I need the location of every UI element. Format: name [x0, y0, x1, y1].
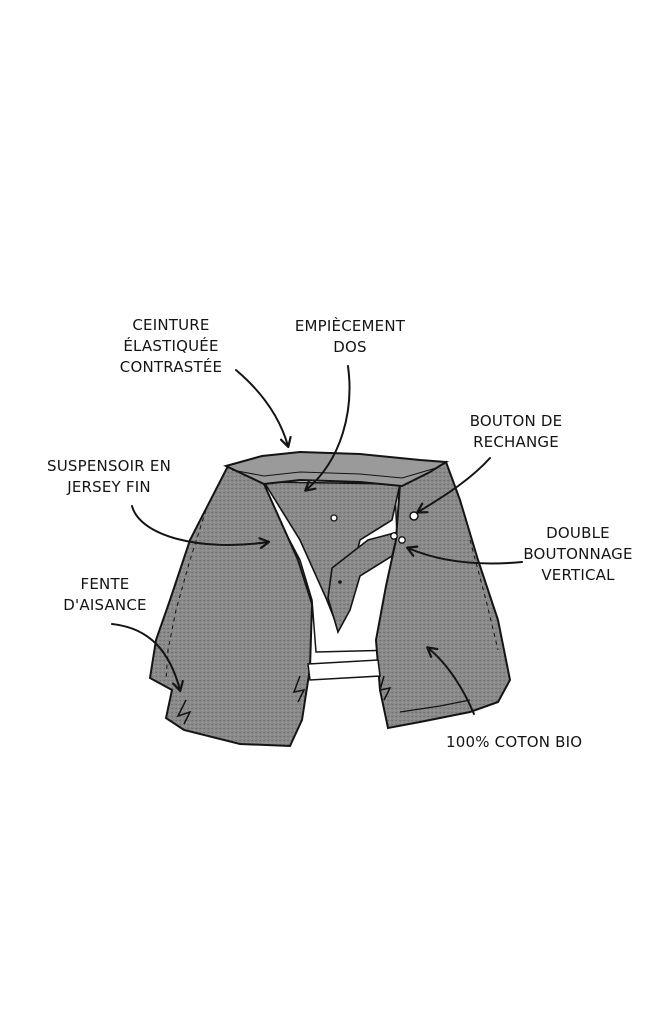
label-coton: 100% COTON BIO [446, 732, 582, 753]
fly-button-top [390, 532, 398, 540]
label-ceinture-line1: CEINTURE [132, 316, 210, 334]
label-fente-line1: FENTE [80, 575, 130, 593]
label-fente-line2: D'AISANCE [63, 596, 147, 614]
arrow-suspensoir [131, 505, 268, 545]
arrow-bouton [418, 457, 491, 512]
label-ceinture-line2: ÉLASTIQUÉE [123, 337, 219, 355]
label-coton-line1: 100% COTON BIO [446, 733, 583, 751]
label-empiecement-line2: DOS [333, 338, 367, 356]
spare-button [409, 511, 419, 521]
label-suspensoir: SUSPENSOIR EN JERSEY FIN [30, 456, 188, 498]
label-fente: FENTE D'AISANCE [50, 574, 160, 616]
arrow-ceinture [235, 369, 288, 446]
label-double-line1: DOUBLE [546, 524, 610, 542]
label-double: DOUBLE BOUTONNAGE VERTICAL [516, 523, 640, 586]
right-leg [374, 460, 512, 730]
label-suspensoir-line1: SUSPENSOIR EN [46, 457, 171, 475]
label-bouton-line2: RECHANGE [473, 433, 559, 451]
label-ceinture: CEINTURE ÉLASTIQUÉE CONTRASTÉE [106, 315, 236, 378]
label-double-line3: VERTICAL [541, 566, 615, 584]
yoke-button [330, 514, 338, 522]
label-suspensoir-line2: JERSEY FIN [67, 478, 151, 496]
label-bouton: BOUTON DE RECHANGE [450, 411, 582, 453]
label-double-line2: BOUTONNAGE [523, 545, 633, 563]
label-empiecement-line1: EMPIÈCEMENT [294, 317, 406, 335]
label-ceinture-line3: CONTRASTÉE [119, 358, 223, 376]
pouch-fly [327, 530, 400, 635]
left-leg [148, 464, 314, 748]
arrow-fente [111, 623, 180, 690]
fly-stitch-dot [338, 580, 342, 584]
callout-arrow [111, 365, 523, 715]
elastic-waistband [223, 450, 450, 488]
arrow-double [408, 548, 523, 565]
label-bouton-line1: BOUTON DE [469, 412, 563, 430]
leg-band [307, 659, 381, 681]
fly-button-bottom [398, 536, 406, 544]
arrow-empiecement [306, 365, 351, 490]
arrow-coton [428, 648, 475, 715]
label-empiecement: EMPIÈCEMENT DOS [276, 316, 424, 358]
